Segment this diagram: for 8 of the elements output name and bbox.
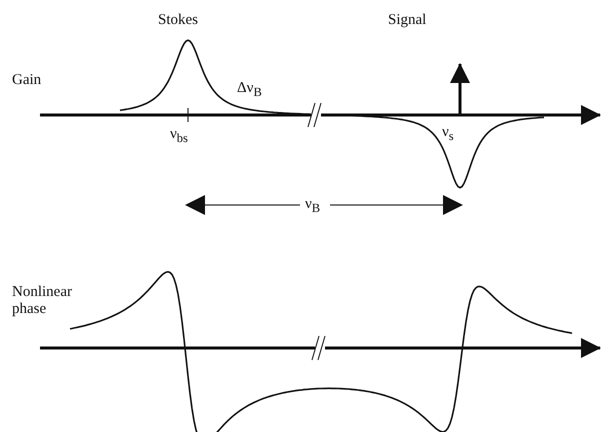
axis-title: Signal: [388, 12, 426, 28]
axis-title: Nonlinear phase: [12, 284, 73, 317]
axis-title: Gain: [12, 72, 42, 88]
axis-title: Stokes: [158, 12, 198, 28]
shift-label: ν$_{B}$: [305, 196, 320, 216]
linewidth-label: Δν$_{B}$: [237, 80, 262, 100]
frequency-label: ν$_{bs}$: [170, 126, 188, 146]
frequency-label: ν$_{s}$: [442, 124, 454, 144]
